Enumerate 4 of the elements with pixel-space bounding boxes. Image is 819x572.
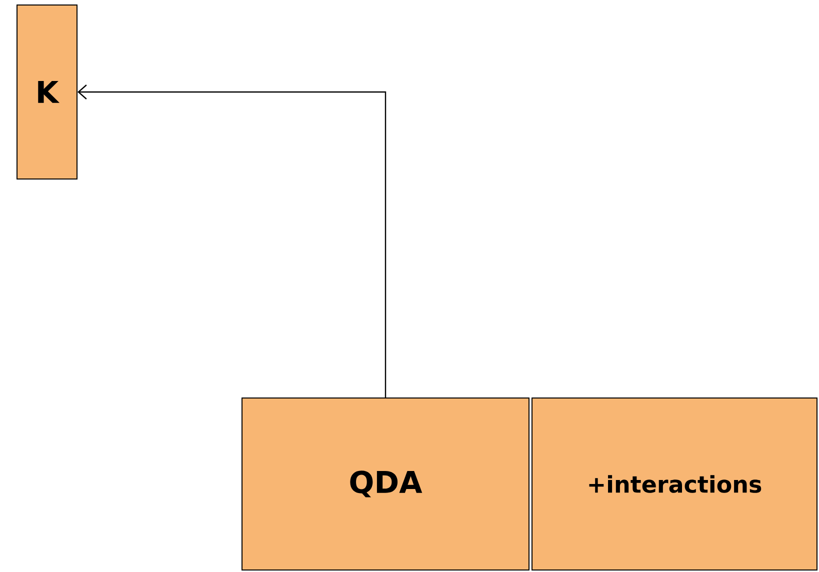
arrow bbox=[78, 84, 386, 398]
box: QDA bbox=[242, 398, 530, 570]
box: K bbox=[16, 4, 78, 180]
box: +interactions bbox=[532, 398, 818, 570]
